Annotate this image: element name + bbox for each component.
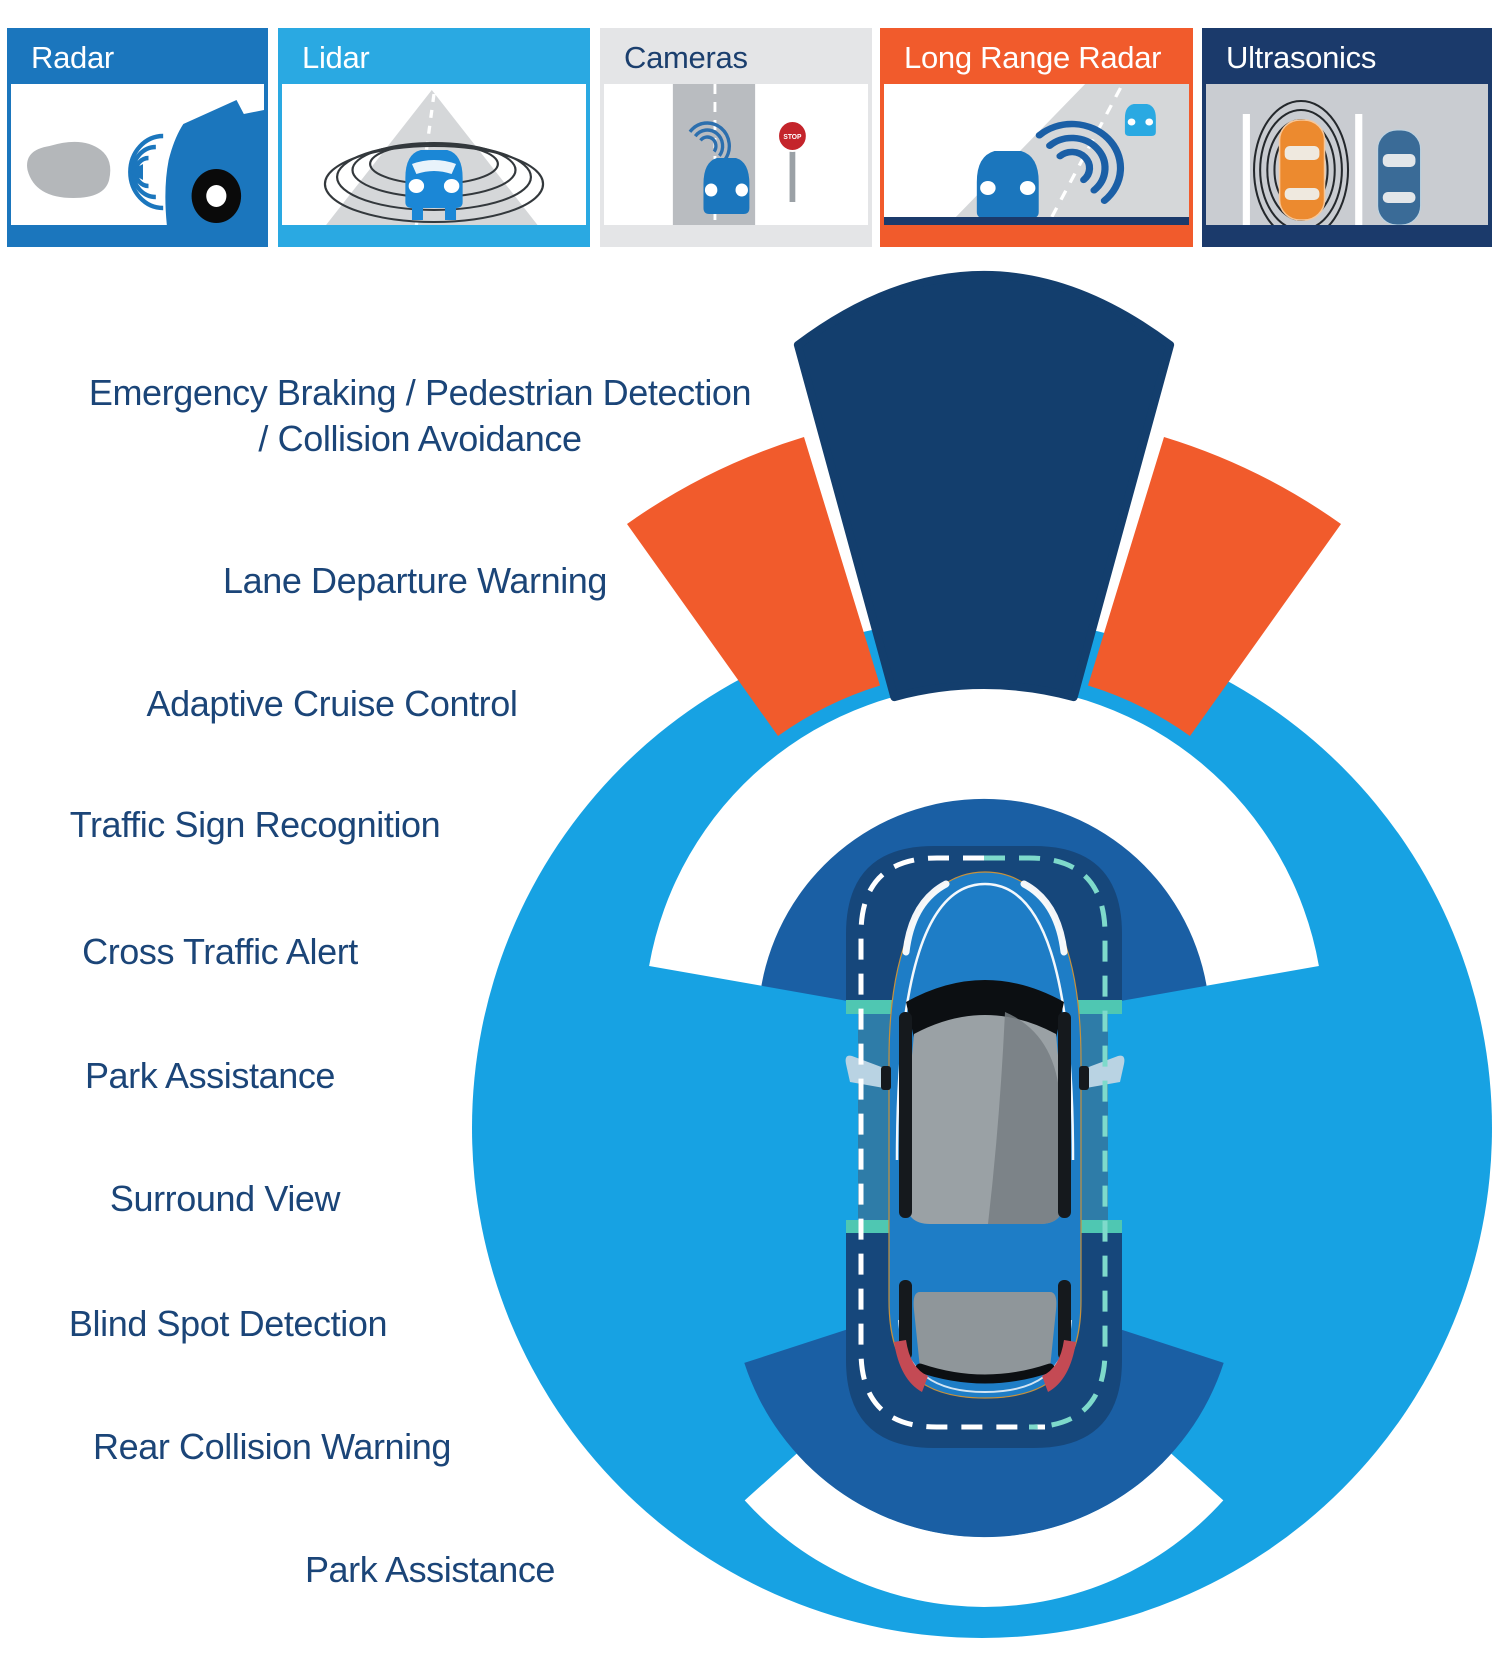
capability-label-rear-collision-warning: Rear Collision Warning	[92, 1426, 452, 1467]
horizon-bar	[884, 217, 1189, 225]
legend-card-radar-label: Radar	[31, 40, 114, 75]
lidar-illustration	[282, 84, 586, 225]
capability-label-emergency-braking: Emergency Braking / Pedestrian Detection…	[88, 372, 752, 459]
side-mirror-left	[845, 1055, 891, 1090]
legend-card-radar-footer	[11, 225, 264, 244]
legend-card-cameras-label: Cameras	[624, 40, 748, 75]
legend-card-radar-header: Radar	[11, 32, 264, 84]
legend-card-cameras-header: Cameras	[604, 32, 868, 84]
radar-illustration	[11, 84, 264, 225]
legend-card-cameras: Cameras	[600, 28, 872, 247]
hood-highlight-left	[902, 880, 950, 956]
curb-line-icon	[1355, 114, 1363, 225]
car-top-view	[845, 871, 1125, 1399]
legend-card-lidar: Lidar	[278, 28, 590, 247]
capability-label-cross-traffic-alert: Cross Traffic Alert	[82, 931, 358, 972]
long-range-waves-icon	[1035, 120, 1125, 204]
legend-card-long-range-radar-label: Long Range Radar	[904, 40, 1162, 75]
legend-card-ultrasonics: Ultrasonics	[1202, 28, 1492, 247]
hood-highlight-right	[1020, 880, 1068, 956]
car-body-outline-front	[895, 882, 1075, 1161]
taillight-left	[894, 1340, 928, 1392]
parked-car-icon	[1377, 129, 1422, 225]
car-front-view-icon	[703, 158, 750, 214]
rear-quarter-window-right	[1058, 1280, 1071, 1360]
obstacle-blob-icon	[27, 141, 111, 198]
camera-detection-waves-icon	[688, 121, 731, 162]
parking-car-icon	[1278, 119, 1326, 221]
stop-sign-icon	[777, 120, 808, 152]
capability-label-adaptive-cruise-control: Adaptive Cruise Control	[146, 683, 518, 724]
rear-window-glass	[913, 1292, 1057, 1382]
legend-card-radar: Radar	[7, 28, 268, 247]
car-front-view-icon	[405, 150, 463, 220]
capability-label-lane-departure-warning: Lane Departure Warning	[222, 560, 608, 601]
legend-card-lidar-footer	[282, 225, 586, 244]
park-assist-dashed-boundary-teal	[984, 855, 1108, 1430]
park-assist-dashed-boundary-white	[858, 855, 1045, 1430]
surround-view-teal-accents	[846, 1000, 1122, 1233]
car-ahead-icon	[1124, 104, 1156, 136]
legend-card-ultrasonics-footer	[1206, 225, 1488, 244]
cameras-illustration: STOP	[604, 84, 868, 225]
legend-card-ultrasonics-label: Ultrasonics	[1226, 40, 1377, 75]
side-window-left	[899, 1012, 912, 1218]
legend-card-cameras-footer	[604, 225, 868, 244]
capability-label-blind-spot-detection: Blind Spot Detection	[68, 1303, 388, 1344]
front-white-band	[649, 684, 1319, 986]
sensor-legend: Radar L	[0, 0, 1500, 250]
legend-card-lidar-label: Lidar	[302, 40, 370, 75]
long-range-radar-illustration	[884, 84, 1189, 225]
long-range-radar-beam	[793, 271, 1175, 702]
capability-label-park-assistance-rear: Park Assistance	[304, 1549, 556, 1590]
rear-window-frame	[915, 1363, 1055, 1384]
capability-label-traffic-sign-recognition: Traffic Sign Recognition	[69, 804, 441, 845]
glass-shade-sweep	[988, 1012, 1064, 1224]
ultrasonics-illustration	[1206, 84, 1488, 225]
rear-quarter-window-left	[899, 1280, 912, 1360]
legend-card-long-range-radar: Long Range Radar	[880, 28, 1193, 247]
radar-wave-tip-icon	[128, 164, 143, 180]
lane-departure-wedge-left	[627, 437, 880, 736]
capability-label-park-assistance-front: Park Assistance	[84, 1055, 336, 1096]
legend-card-long-range-radar-header: Long Range Radar	[884, 32, 1189, 84]
side-mirror-right	[1079, 1055, 1125, 1090]
side-window-right	[1058, 1012, 1071, 1218]
lane-departure-wedge-right	[1088, 437, 1341, 736]
legend-card-long-range-radar-footer	[884, 225, 1189, 244]
curb-line-icon	[1242, 114, 1250, 225]
car-front-view-icon	[976, 151, 1039, 218]
stop-sign-text: STOP	[783, 134, 801, 141]
capability-label-surround-view: Surround View	[109, 1178, 341, 1219]
sign-pole-icon	[789, 150, 796, 202]
legend-card-lidar-header: Lidar	[282, 32, 586, 84]
rear-white-band	[744, 1453, 1224, 1607]
legend-card-ultrasonics-header: Ultrasonics	[1206, 32, 1488, 84]
wheel-hub-icon	[206, 185, 227, 207]
taillight-right	[1042, 1340, 1076, 1392]
